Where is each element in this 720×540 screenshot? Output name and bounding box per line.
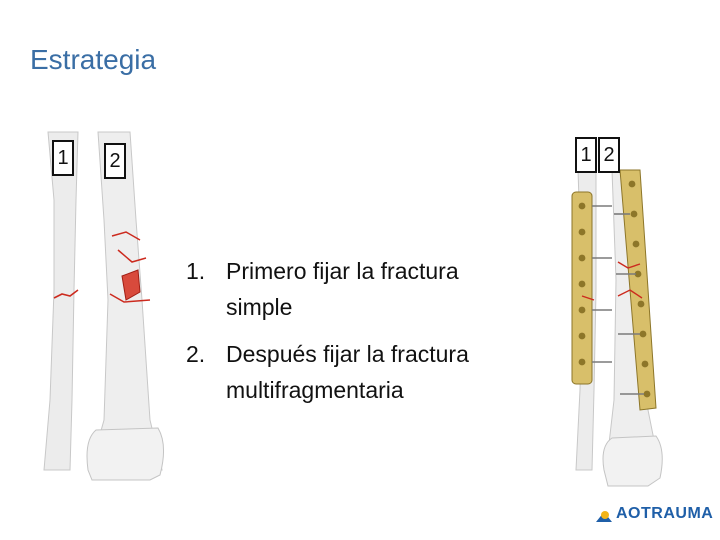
aotrauma-logo-mark xyxy=(596,511,612,522)
multifragmentary-fracture-lines xyxy=(109,231,151,303)
label-bone-1: 1 xyxy=(52,140,74,176)
plate-2-screw-holes xyxy=(628,180,651,398)
multifragmentary-fracture-fragment xyxy=(121,269,141,301)
bone-2-distal-end xyxy=(86,427,164,481)
strategy-steps: 1. Primero fijar la fractura simple 2. D… xyxy=(186,254,566,421)
logo-name: TRAUMA xyxy=(641,505,714,522)
step-1: 1. Primero fijar la fractura simple xyxy=(186,254,566,325)
forearm-bones-before-fixation xyxy=(43,131,164,481)
bone-2-shaft xyxy=(89,131,163,471)
plate-1-screw-holes xyxy=(578,202,586,366)
step-2-number: 2. xyxy=(186,341,206,368)
page-title: Estrategia xyxy=(30,44,157,75)
screw-threads xyxy=(592,205,644,395)
step-1-text: Primero fijar la fractura simple xyxy=(226,258,459,320)
label-fixed-bone-1: 1 xyxy=(575,137,597,173)
step-2-text: Después fijar la fractura multifragmenta… xyxy=(226,341,469,403)
forearm-bones-after-fixation xyxy=(571,169,663,487)
plate-2 xyxy=(619,169,657,411)
step-1-number: 1. xyxy=(186,258,206,284)
logo-prefix: AO xyxy=(616,505,641,522)
bone-1-shaft xyxy=(43,131,79,471)
fixed-fracture-lines xyxy=(581,261,643,301)
step-2: 2. Después fijar la fractura multifragme… xyxy=(186,337,566,408)
simple-fracture-line xyxy=(53,289,79,299)
label-bone-2: 2 xyxy=(104,143,126,179)
fixed-bone-2-distal-end xyxy=(602,435,663,487)
plate-1 xyxy=(571,191,593,385)
label-fixed-bone-2: 2 xyxy=(598,137,620,173)
